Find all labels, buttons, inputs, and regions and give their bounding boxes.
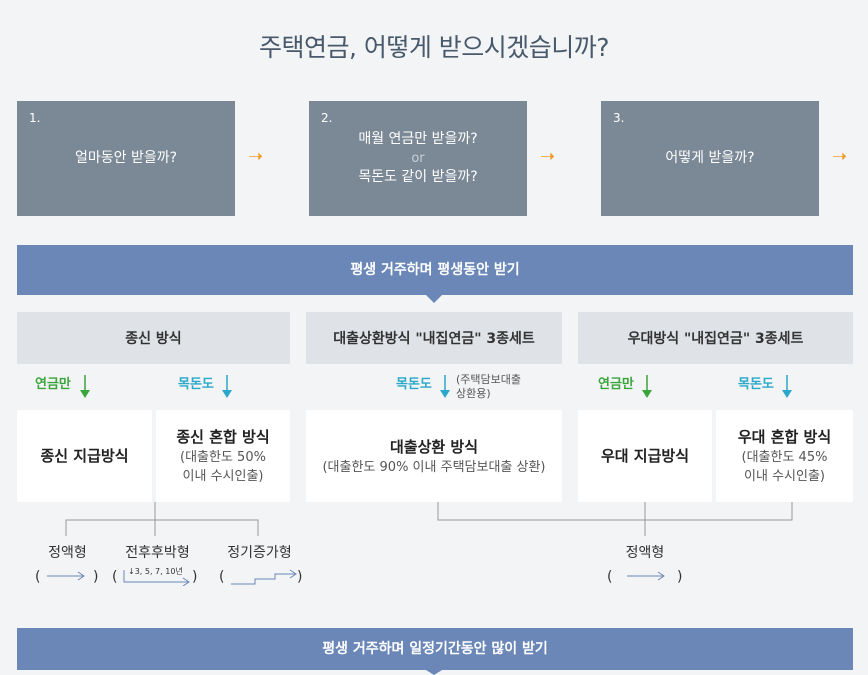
box-sub: 이내 수시인출): [182, 469, 264, 484]
payment-type-front-heavy: 전후후박형 ( ) ↓3, 5, 7, 10년: [110, 542, 205, 586]
svg-text:): ): [192, 569, 197, 585]
step-1-box: 1. 얼마동안 받을까?: [17, 101, 235, 216]
connector-lines: [65, 502, 793, 536]
loan-note: (주택담보대출 상환용): [456, 373, 521, 401]
label-pension-only: 연금만: [598, 377, 634, 392]
svg-text:): ): [297, 569, 302, 585]
svg-text:): ): [93, 569, 98, 585]
payment-type-fixed: 정액형 ( ): [30, 542, 105, 590]
payment-type-label: 전후후박형: [125, 545, 190, 561]
down-arrow-icon: [782, 375, 792, 398]
step-text: 얼마동안 받을까?: [74, 150, 178, 166]
svg-text:(: (: [607, 569, 612, 585]
box-sub: (대출한도 90% 이내 주택담보대출 상환): [322, 459, 546, 475]
svg-text:): ): [677, 569, 682, 585]
box-sub: (대출한도 45%: [741, 450, 828, 465]
box-sub: 이내 수시인출): [744, 469, 825, 484]
fixed-flow-icon: ( ): [35, 569, 98, 585]
down-arrow-icon: [642, 375, 652, 398]
box-loan-repay: 대출상환 방식 (대출한도 90% 이내 주택담보대출 상환): [306, 410, 562, 502]
step-text: 매월 연금만 받을까?: [358, 131, 478, 147]
box-sub: (대출한도 50%: [180, 450, 266, 465]
loan-note-line: (주택담보대출: [456, 373, 522, 386]
payment-type-label: 정액형: [625, 545, 665, 561]
down-arrow-icon: [222, 375, 232, 398]
payment-type-increasing: 정기증가형 ( ): [212, 542, 307, 590]
down-arrow-icon: [440, 375, 450, 398]
box-title: 대출상환 방식: [389, 437, 479, 456]
box-udae-pay: 우대 지급방식: [578, 410, 712, 502]
front-heavy-flow-icon: ( ) ↓3, 5, 7, 10년: [110, 566, 200, 586]
band-period: 평생 거주하며 일정기간동안 많이 받기: [17, 628, 853, 670]
header-jongsin: 종신 방식: [17, 312, 290, 364]
step-or: or: [411, 151, 425, 166]
fixed-flow-icon: ( ): [607, 569, 682, 585]
label-lump-sum: 목돈도: [738, 377, 774, 392]
box-jongsin-pay: 종신 지급방식: [17, 410, 152, 502]
page-title: 주택연금, 어떻게 받으시겠습니까?: [258, 33, 610, 62]
step-number: 1.: [29, 111, 41, 125]
svg-text:(: (: [35, 569, 40, 585]
svg-text:(: (: [219, 569, 224, 585]
step-number: 2.: [321, 111, 333, 125]
box-udae-mix: 우대 혼합 방식 (대출한도 45% 이내 수시인출): [716, 410, 853, 502]
box-title: 우대 지급방식: [600, 447, 690, 465]
svg-text:(: (: [112, 569, 117, 585]
front-heavy-note: ↓3, 5, 7, 10년: [128, 567, 183, 576]
label-lump-sum: 목돈도: [178, 377, 214, 392]
box-jongsin-mix: 종신 혼합 방식 (대출한도 50% 이내 수시인출): [156, 410, 290, 502]
step-number: 3.: [613, 111, 625, 125]
header-loan-repay: 대출상환방식 "내집연금" 3종세트: [306, 312, 562, 364]
step-2-box: 2. 매월 연금만 받을까? or 목돈도 같이 받을까?: [309, 101, 527, 216]
box-title: 종신 혼합 방식: [176, 428, 270, 446]
increasing-flow-icon: ( ): [219, 569, 302, 585]
step-3-box: 3. 어떻게 받을까?: [601, 101, 819, 216]
header-udae: 우대방식 "내집연금" 3종세트: [578, 312, 853, 364]
label-lump-sum: 목돈도: [396, 377, 432, 392]
band-lifetime: 평생 거주하며 평생동안 받기: [17, 245, 853, 295]
arrow-right-icon: ➝: [832, 146, 848, 167]
arrow-right-icon: ➝: [540, 146, 556, 167]
payment-type-label: 정기증가형: [227, 545, 292, 561]
band-pointer-icon: [426, 670, 442, 675]
box-title: 우대 혼합 방식: [737, 428, 832, 446]
label-pension-only: 연금만: [35, 377, 71, 392]
step-text: 목돈도 같이 받을까?: [358, 169, 478, 185]
arrow-right-icon: ➝: [248, 146, 264, 167]
payment-type-label: 정액형: [48, 545, 87, 561]
box-title: 종신 지급방식: [40, 447, 129, 465]
step-text: 어떻게 받을까?: [665, 150, 755, 166]
down-arrow-icon: [80, 375, 90, 398]
band-pointer-icon: [426, 295, 442, 303]
payment-type-fixed-udae: 정액형 ( ): [605, 542, 685, 590]
loan-note-line: 상환용): [456, 387, 491, 400]
